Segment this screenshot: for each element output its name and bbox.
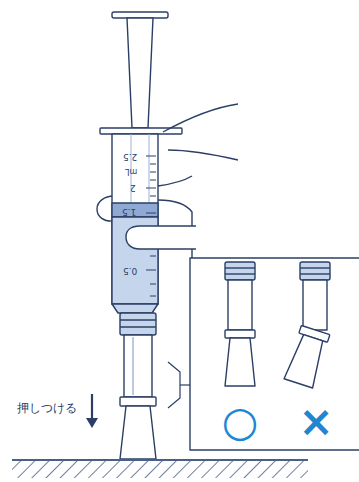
scale-number: 1.5 xyxy=(122,207,136,216)
adapter-body xyxy=(124,335,152,397)
callout-bracket xyxy=(168,362,180,408)
adapter-cone xyxy=(120,406,156,459)
correct-mark: ○ xyxy=(222,401,259,443)
adapter-correct xyxy=(225,262,255,386)
scale-number: 2 xyxy=(130,183,136,192)
barrel xyxy=(112,134,158,304)
adapter-collar xyxy=(120,397,156,406)
push-arrow xyxy=(91,394,93,420)
scale-unit: mL xyxy=(125,167,137,175)
stopper xyxy=(112,203,158,217)
adapter-wrong xyxy=(284,262,330,388)
thumb xyxy=(126,226,196,249)
hand-outline xyxy=(163,104,238,132)
scale-number: 2.5 xyxy=(123,152,137,161)
wrong-mark: × xyxy=(298,401,333,443)
scale-number: 0.5 xyxy=(123,266,137,275)
surface xyxy=(12,459,308,461)
surface-hatch xyxy=(12,461,308,478)
plunger-flange xyxy=(112,12,168,18)
instruction-label: 押しつける xyxy=(17,402,77,414)
plunger-rod xyxy=(127,18,153,128)
adapter-cap xyxy=(120,313,156,335)
barrel-tip xyxy=(112,304,158,313)
inset-panel xyxy=(190,258,359,450)
